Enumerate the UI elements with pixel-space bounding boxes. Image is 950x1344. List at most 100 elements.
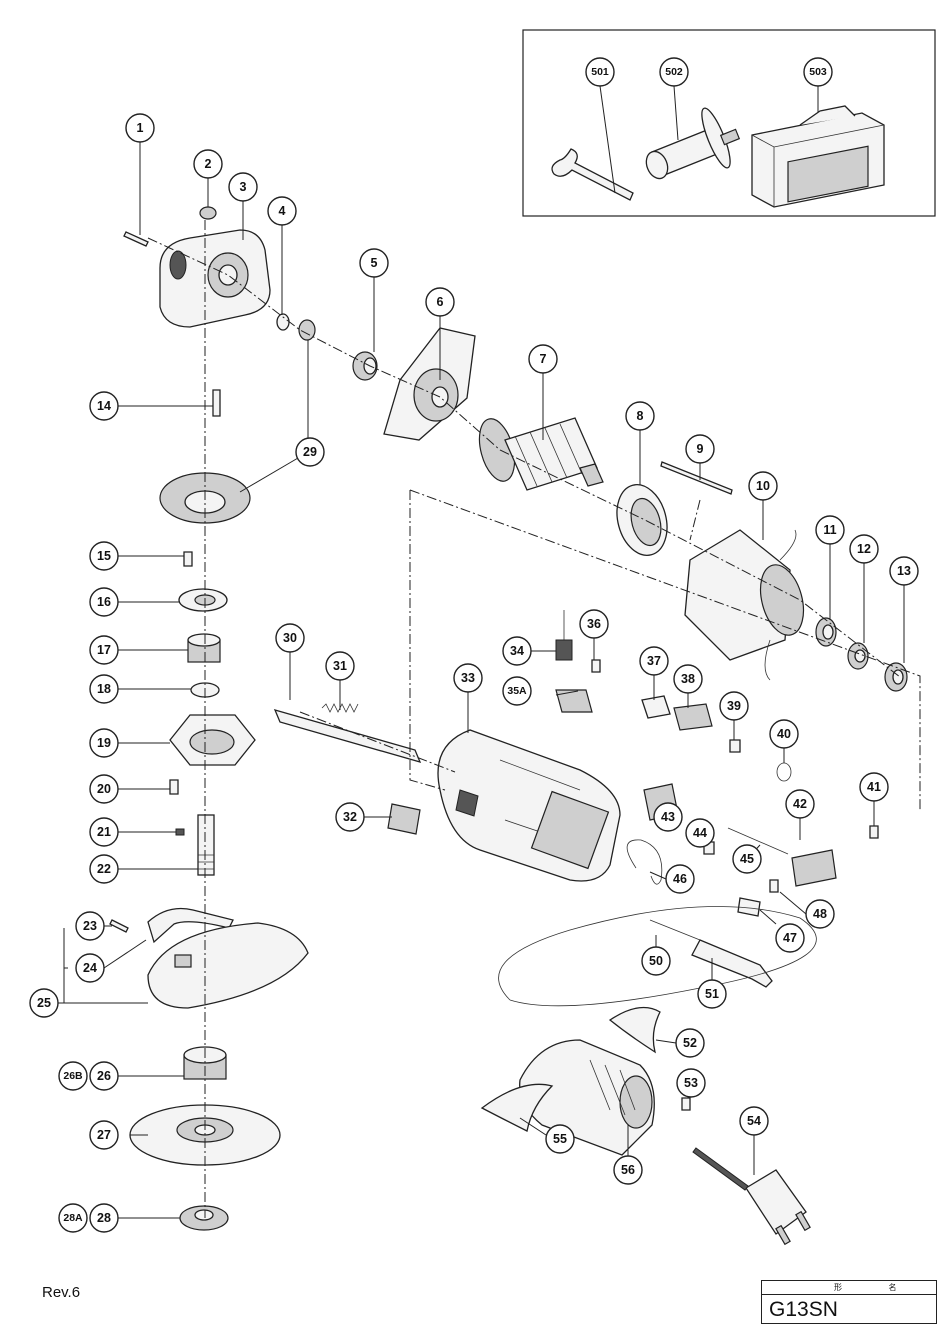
- callout-24: 24: [75, 953, 105, 983]
- callout-label: 44: [693, 826, 707, 840]
- callout-22: 22: [89, 854, 119, 884]
- cord-armor-51: [691, 939, 773, 988]
- model-number: G13SN: [769, 1298, 838, 1321]
- nut-2: [199, 206, 217, 220]
- bolt-9: [660, 461, 733, 495]
- callout-34: 34: [502, 636, 532, 666]
- callout-38: 38: [673, 664, 703, 694]
- callout-44: 44: [685, 818, 715, 848]
- screw-39: [729, 739, 741, 753]
- carrying-case-503: [751, 105, 885, 208]
- side-handle-502: [645, 107, 741, 180]
- callout-2: 2: [193, 149, 223, 179]
- callout-18: 18: [89, 674, 119, 704]
- wheel-guard-25: [147, 922, 309, 1009]
- accessory-box: [522, 29, 936, 217]
- cable-tie-40: [776, 762, 792, 782]
- bearing-13: [884, 662, 908, 692]
- callout-label: 23: [83, 919, 97, 933]
- callout-501: 501: [585, 57, 615, 87]
- callout-label: 11: [823, 523, 836, 537]
- callout-label: 3: [240, 180, 247, 194]
- screw-15: [183, 551, 193, 567]
- callout-29: 29: [295, 437, 325, 467]
- callout-label: 9: [697, 442, 704, 456]
- callout-label: 502: [665, 66, 683, 78]
- callout-56: 56: [613, 1155, 643, 1185]
- lead-50: [649, 919, 701, 941]
- callout-label: 22: [97, 862, 111, 876]
- callout-label: 26B: [63, 1070, 83, 1082]
- callout-label: 13: [897, 564, 911, 578]
- callout-25: 25: [29, 988, 59, 1018]
- callout-47: 47: [775, 923, 805, 953]
- pinion-29: [298, 319, 316, 341]
- callout-label: 42: [793, 797, 807, 811]
- callout-48: 48: [805, 899, 835, 929]
- gear-cover-3: [159, 229, 271, 328]
- callout-26: 26: [89, 1061, 119, 1091]
- callout-label: 51: [705, 987, 719, 1001]
- bearing-17: [187, 633, 221, 663]
- callout-label: 29: [303, 445, 317, 459]
- callout-50: 50: [641, 946, 671, 976]
- model-header: 形 名: [762, 1281, 936, 1295]
- callout-42: 42: [785, 789, 815, 819]
- callout-label: 5: [371, 256, 378, 270]
- gland-19: [169, 714, 256, 766]
- callout-label: 16: [97, 595, 111, 609]
- callout-40: 40: [769, 719, 799, 749]
- callout-label: 46: [673, 872, 687, 886]
- switch-button-32: [387, 803, 421, 835]
- callout-45: 45: [732, 844, 762, 874]
- callout-8: 8: [625, 401, 655, 431]
- callout-label: 41: [867, 780, 881, 794]
- wrench-501: [551, 148, 634, 201]
- callout-28A: 28A: [58, 1203, 88, 1233]
- callout-label: 52: [683, 1036, 697, 1050]
- callout-label: 56: [621, 1163, 635, 1177]
- callout-label: 53: [684, 1076, 698, 1090]
- callout-41: 41: [859, 772, 889, 802]
- callout-12: 12: [849, 534, 879, 564]
- callout-35A: 35A: [502, 676, 532, 706]
- callout-32: 32: [335, 802, 365, 832]
- terminal-37: [641, 695, 671, 719]
- callout-label: 503: [809, 66, 827, 78]
- callout-19: 19: [89, 728, 119, 758]
- callout-36: 36: [579, 609, 609, 639]
- internal-wire-45: [727, 827, 789, 855]
- callout-label: 38: [681, 672, 695, 686]
- callout-46: 46: [665, 864, 695, 894]
- callout-label: 8: [637, 409, 644, 423]
- callout-21: 21: [89, 817, 119, 847]
- callout-4: 4: [267, 196, 297, 226]
- washer-4: [276, 313, 290, 331]
- callout-label: 27: [97, 1128, 111, 1142]
- bearing-11: [815, 617, 837, 647]
- callout-label: 31: [333, 659, 347, 673]
- armature-7: [478, 417, 604, 491]
- callout-label: 48: [813, 907, 827, 921]
- callout-label: 501: [591, 66, 609, 78]
- callout-17: 17: [89, 635, 119, 665]
- wheel-nut-28: [179, 1205, 229, 1231]
- callout-label: 25: [37, 996, 51, 1010]
- callout-43: 43: [653, 802, 683, 832]
- assembly-lines: [147, 220, 921, 1218]
- callout-14: 14: [89, 391, 119, 421]
- terminal-block-38: [673, 703, 713, 731]
- housing-plate-6: [383, 327, 476, 441]
- screw-48: [769, 879, 779, 893]
- callout-label: 21: [97, 825, 111, 839]
- callout-33: 33: [453, 663, 483, 693]
- callout-label: 18: [97, 682, 111, 696]
- callout-label: 30: [283, 631, 297, 645]
- key-21: [175, 828, 185, 836]
- screw-41: [869, 825, 879, 839]
- callout-label: 10: [756, 479, 770, 493]
- callout-16: 16: [89, 587, 119, 617]
- callout-15: 15: [89, 541, 119, 571]
- callout-label: 47: [783, 931, 797, 945]
